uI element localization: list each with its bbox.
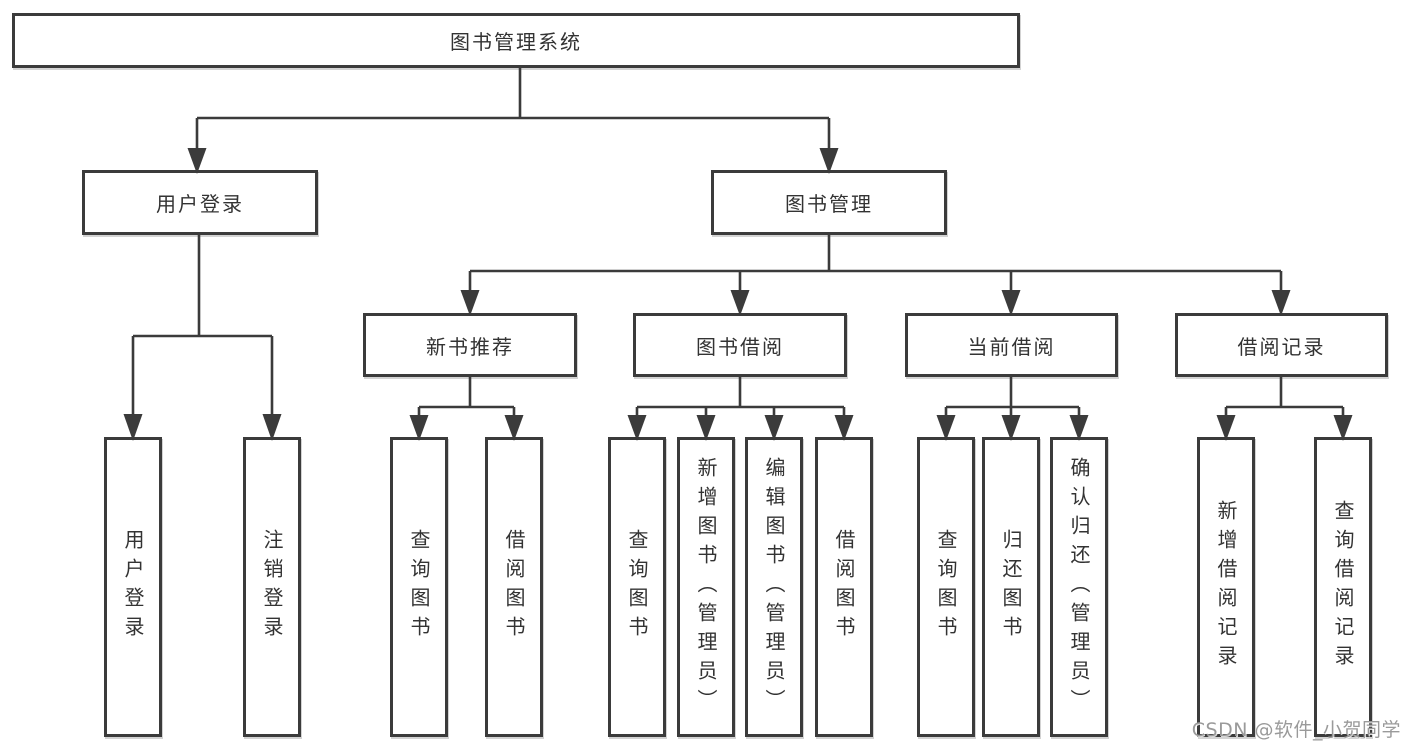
leaf-query-books-borrow: 查询图书 (608, 437, 666, 737)
leaf-label: 借阅图书 (502, 529, 526, 645)
node-label: 借阅记录 (1237, 334, 1326, 359)
leaf-edit-book-admin: 编辑图书（管理员） (745, 437, 803, 737)
leaf-label: 查询借阅记录 (1331, 500, 1355, 674)
leaf-label: 注销登录 (260, 529, 284, 645)
node-user-login: 用户登录 (82, 170, 318, 235)
leaf-query-books-recommend: 查询图书 (390, 437, 448, 737)
leaf-label: 用户登录 (121, 529, 145, 645)
leaf-label: 查询图书 (625, 529, 649, 645)
node-current-borrowing: 当前借阅 (905, 313, 1118, 377)
node-label: 当前借阅 (967, 334, 1056, 359)
leaf-label: 新增图书（管理员） (694, 456, 718, 718)
node-new-book-recommend: 新书推荐 (363, 313, 577, 377)
leaf-label: 归还图书 (999, 529, 1023, 645)
leaf-user-login: 用户登录 (104, 437, 162, 737)
node-label: 新书推荐 (426, 334, 514, 359)
node-borrowing-records: 借阅记录 (1175, 313, 1388, 377)
leaf-label: 确认归还（管理员） (1067, 456, 1091, 718)
node-label: 用户登录 (156, 192, 244, 216)
leaf-label: 编辑图书（管理员） (762, 456, 786, 718)
node-label: 图书借阅 (696, 334, 784, 359)
leaf-label: 新增借阅记录 (1214, 500, 1238, 674)
leaf-confirm-return-admin: 确认归还（管理员） (1050, 437, 1108, 737)
leaf-label: 查询图书 (407, 529, 431, 645)
leaf-label: 查询图书 (934, 529, 958, 645)
leaf-label: 借阅图书 (832, 529, 856, 645)
leaf-add-book-admin: 新增图书（管理员） (677, 437, 735, 737)
leaf-borrow-books-recommend: 借阅图书 (485, 437, 543, 737)
watermark: CSDN @软件_小贺同学 (1191, 719, 1401, 741)
leaf-add-borrow-record: 新增借阅记录 (1197, 437, 1255, 737)
node-book-borrowing: 图书借阅 (633, 313, 847, 377)
leaf-logout: 注销登录 (243, 437, 301, 737)
node-label: 图书管理 (785, 192, 873, 216)
node-label: 图书管理系统 (450, 30, 582, 54)
leaf-query-borrow-record: 查询借阅记录 (1314, 437, 1372, 737)
node-root-library-system: 图书管理系统 (12, 13, 1020, 68)
leaf-return-book: 归还图书 (982, 437, 1040, 737)
leaf-query-books-current: 查询图书 (917, 437, 975, 737)
leaf-borrow-books: 借阅图书 (815, 437, 873, 737)
node-book-management: 图书管理 (711, 170, 947, 235)
